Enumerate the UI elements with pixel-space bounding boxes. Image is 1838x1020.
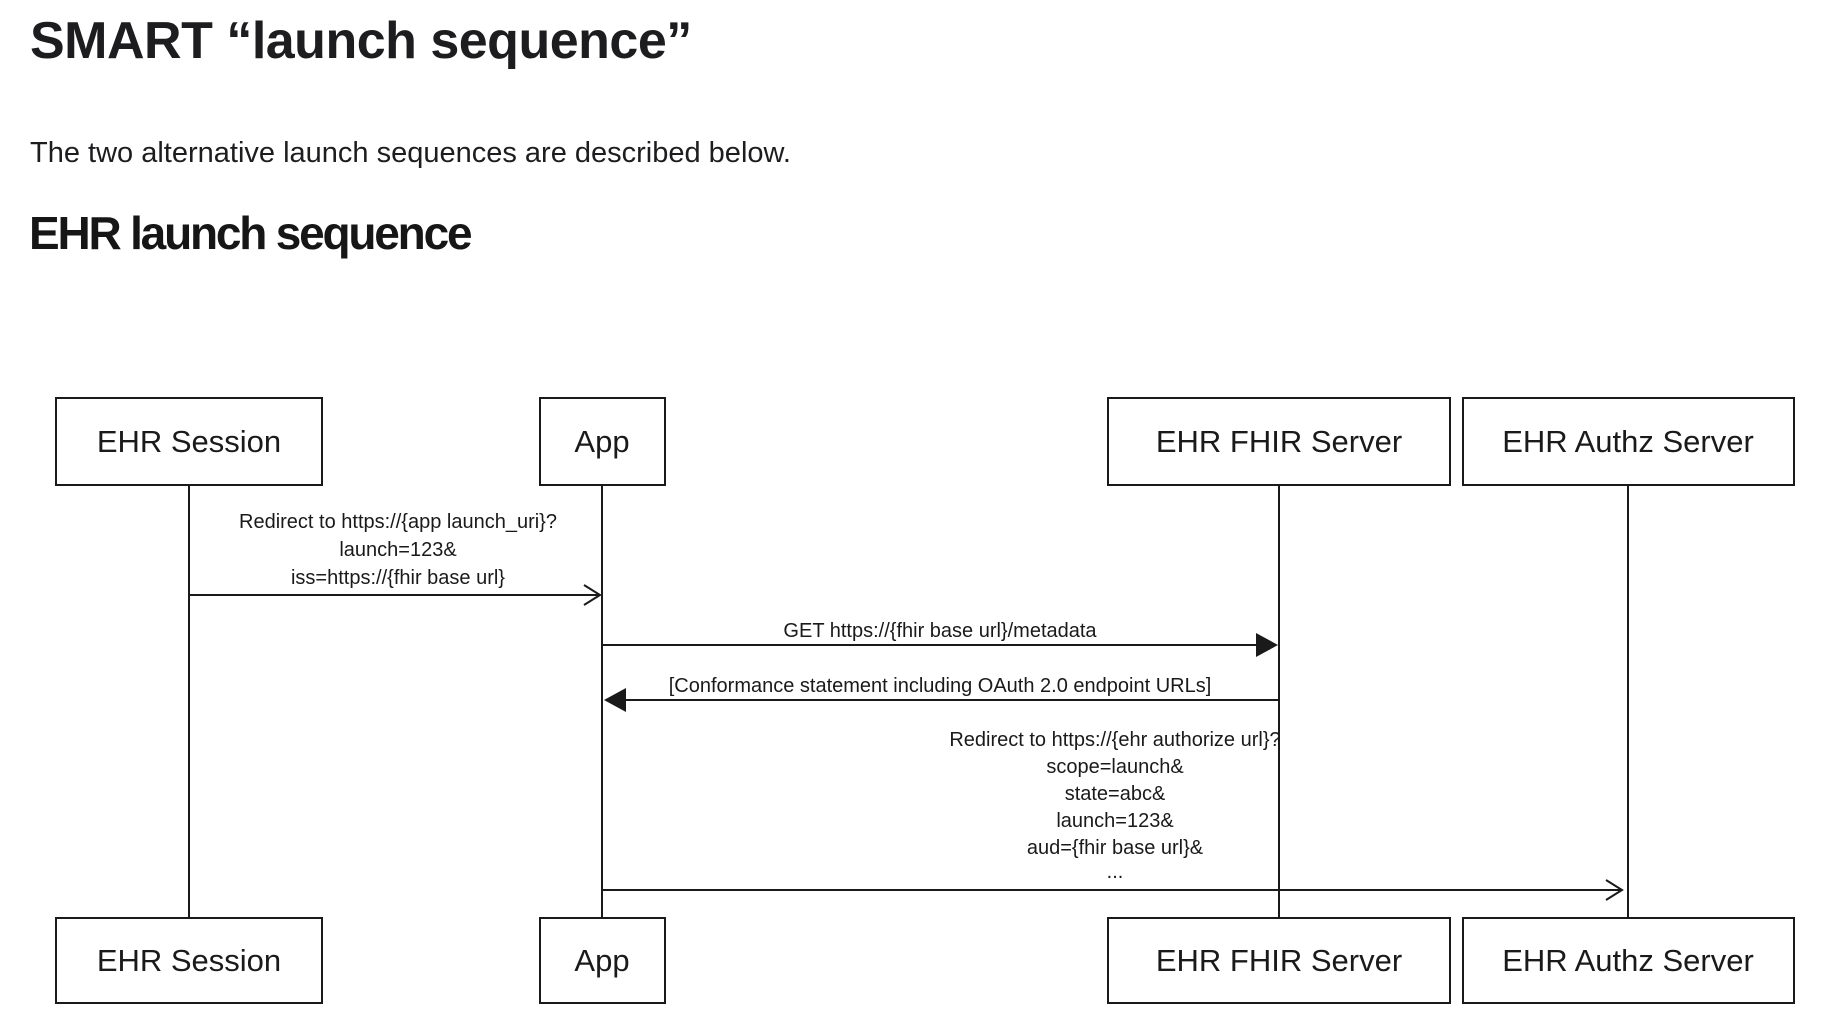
solid-arrowhead-left-icon: [604, 688, 626, 712]
actor-top-ehr-authz-server: EHR Authz Server: [1462, 397, 1795, 486]
actor-box: [1107, 917, 1451, 1004]
actor-box: [539, 917, 666, 1004]
message-label-line: Redirect to https://{ehr authorize url}?: [949, 729, 1280, 751]
actor-box: [1107, 397, 1451, 486]
solid-arrowhead-right-icon: [1256, 633, 1278, 657]
actor-bottom-ehr-authz-server: EHR Authz Server: [1462, 917, 1795, 1004]
message-label-line: scope=launch&: [1046, 756, 1184, 778]
actor-box: [55, 917, 323, 1004]
actor-label: EHR FHIR Server: [1156, 943, 1402, 978]
actor-label: EHR Session: [97, 943, 281, 978]
actor-top-ehr-session: EHR Session: [55, 397, 323, 486]
actor-bottom-app: App: [539, 917, 666, 1004]
message-label-line: state=abc&: [1065, 783, 1166, 805]
message-redirect-to-app: Redirect to https://{app launch_uri}? la…: [190, 511, 602, 606]
actor-box: [539, 397, 666, 486]
intro-text: The two alternative launch sequences are…: [30, 137, 791, 169]
message-label-line: GET https://{fhir base url}/metadata: [783, 620, 1097, 642]
actor-label: EHR FHIR Server: [1156, 424, 1402, 459]
actor-label: App: [574, 424, 629, 459]
message-conformance-statement: [Conformance statement including OAuth 2…: [604, 675, 1279, 712]
actor-label: EHR Authz Server: [1502, 424, 1754, 459]
actor-label: EHR Session: [97, 424, 281, 459]
message-label-line: aud={fhir base url}&: [1027, 837, 1204, 859]
actor-bottom-ehr-fhir-server: EHR FHIR Server: [1107, 917, 1451, 1004]
message-label-line: launch=123&: [1056, 810, 1174, 832]
message-label-line: ...: [1107, 861, 1124, 883]
message-get-metadata: GET https://{fhir base url}/metadata: [602, 620, 1278, 657]
actor-top-ehr-fhir-server: EHR FHIR Server: [1107, 397, 1451, 486]
actor-bottom-ehr-session: EHR Session: [55, 917, 323, 1004]
message-label-line: [Conformance statement including OAuth 2…: [669, 675, 1212, 697]
message-redirect-to-authorize: Redirect to https://{ehr authorize url}?…: [602, 729, 1624, 901]
actor-label: EHR Authz Server: [1502, 943, 1754, 978]
actor-box: [1462, 917, 1795, 1004]
message-label-line: launch=123&: [339, 539, 457, 561]
open-arrowhead-right-icon: [583, 584, 602, 606]
actor-top-app: App: [539, 397, 666, 486]
message-label-line: iss=https://{fhir base url}: [291, 567, 505, 589]
message-label-line: Redirect to https://{app launch_uri}?: [239, 511, 557, 533]
page-title: SMART “launch sequence”: [30, 12, 692, 70]
actor-box: [55, 397, 323, 486]
actor-label: App: [574, 943, 629, 978]
open-arrowhead-right-icon: [1605, 879, 1624, 901]
actor-box: [1462, 397, 1795, 486]
section-heading: EHR launch sequence: [29, 207, 473, 259]
